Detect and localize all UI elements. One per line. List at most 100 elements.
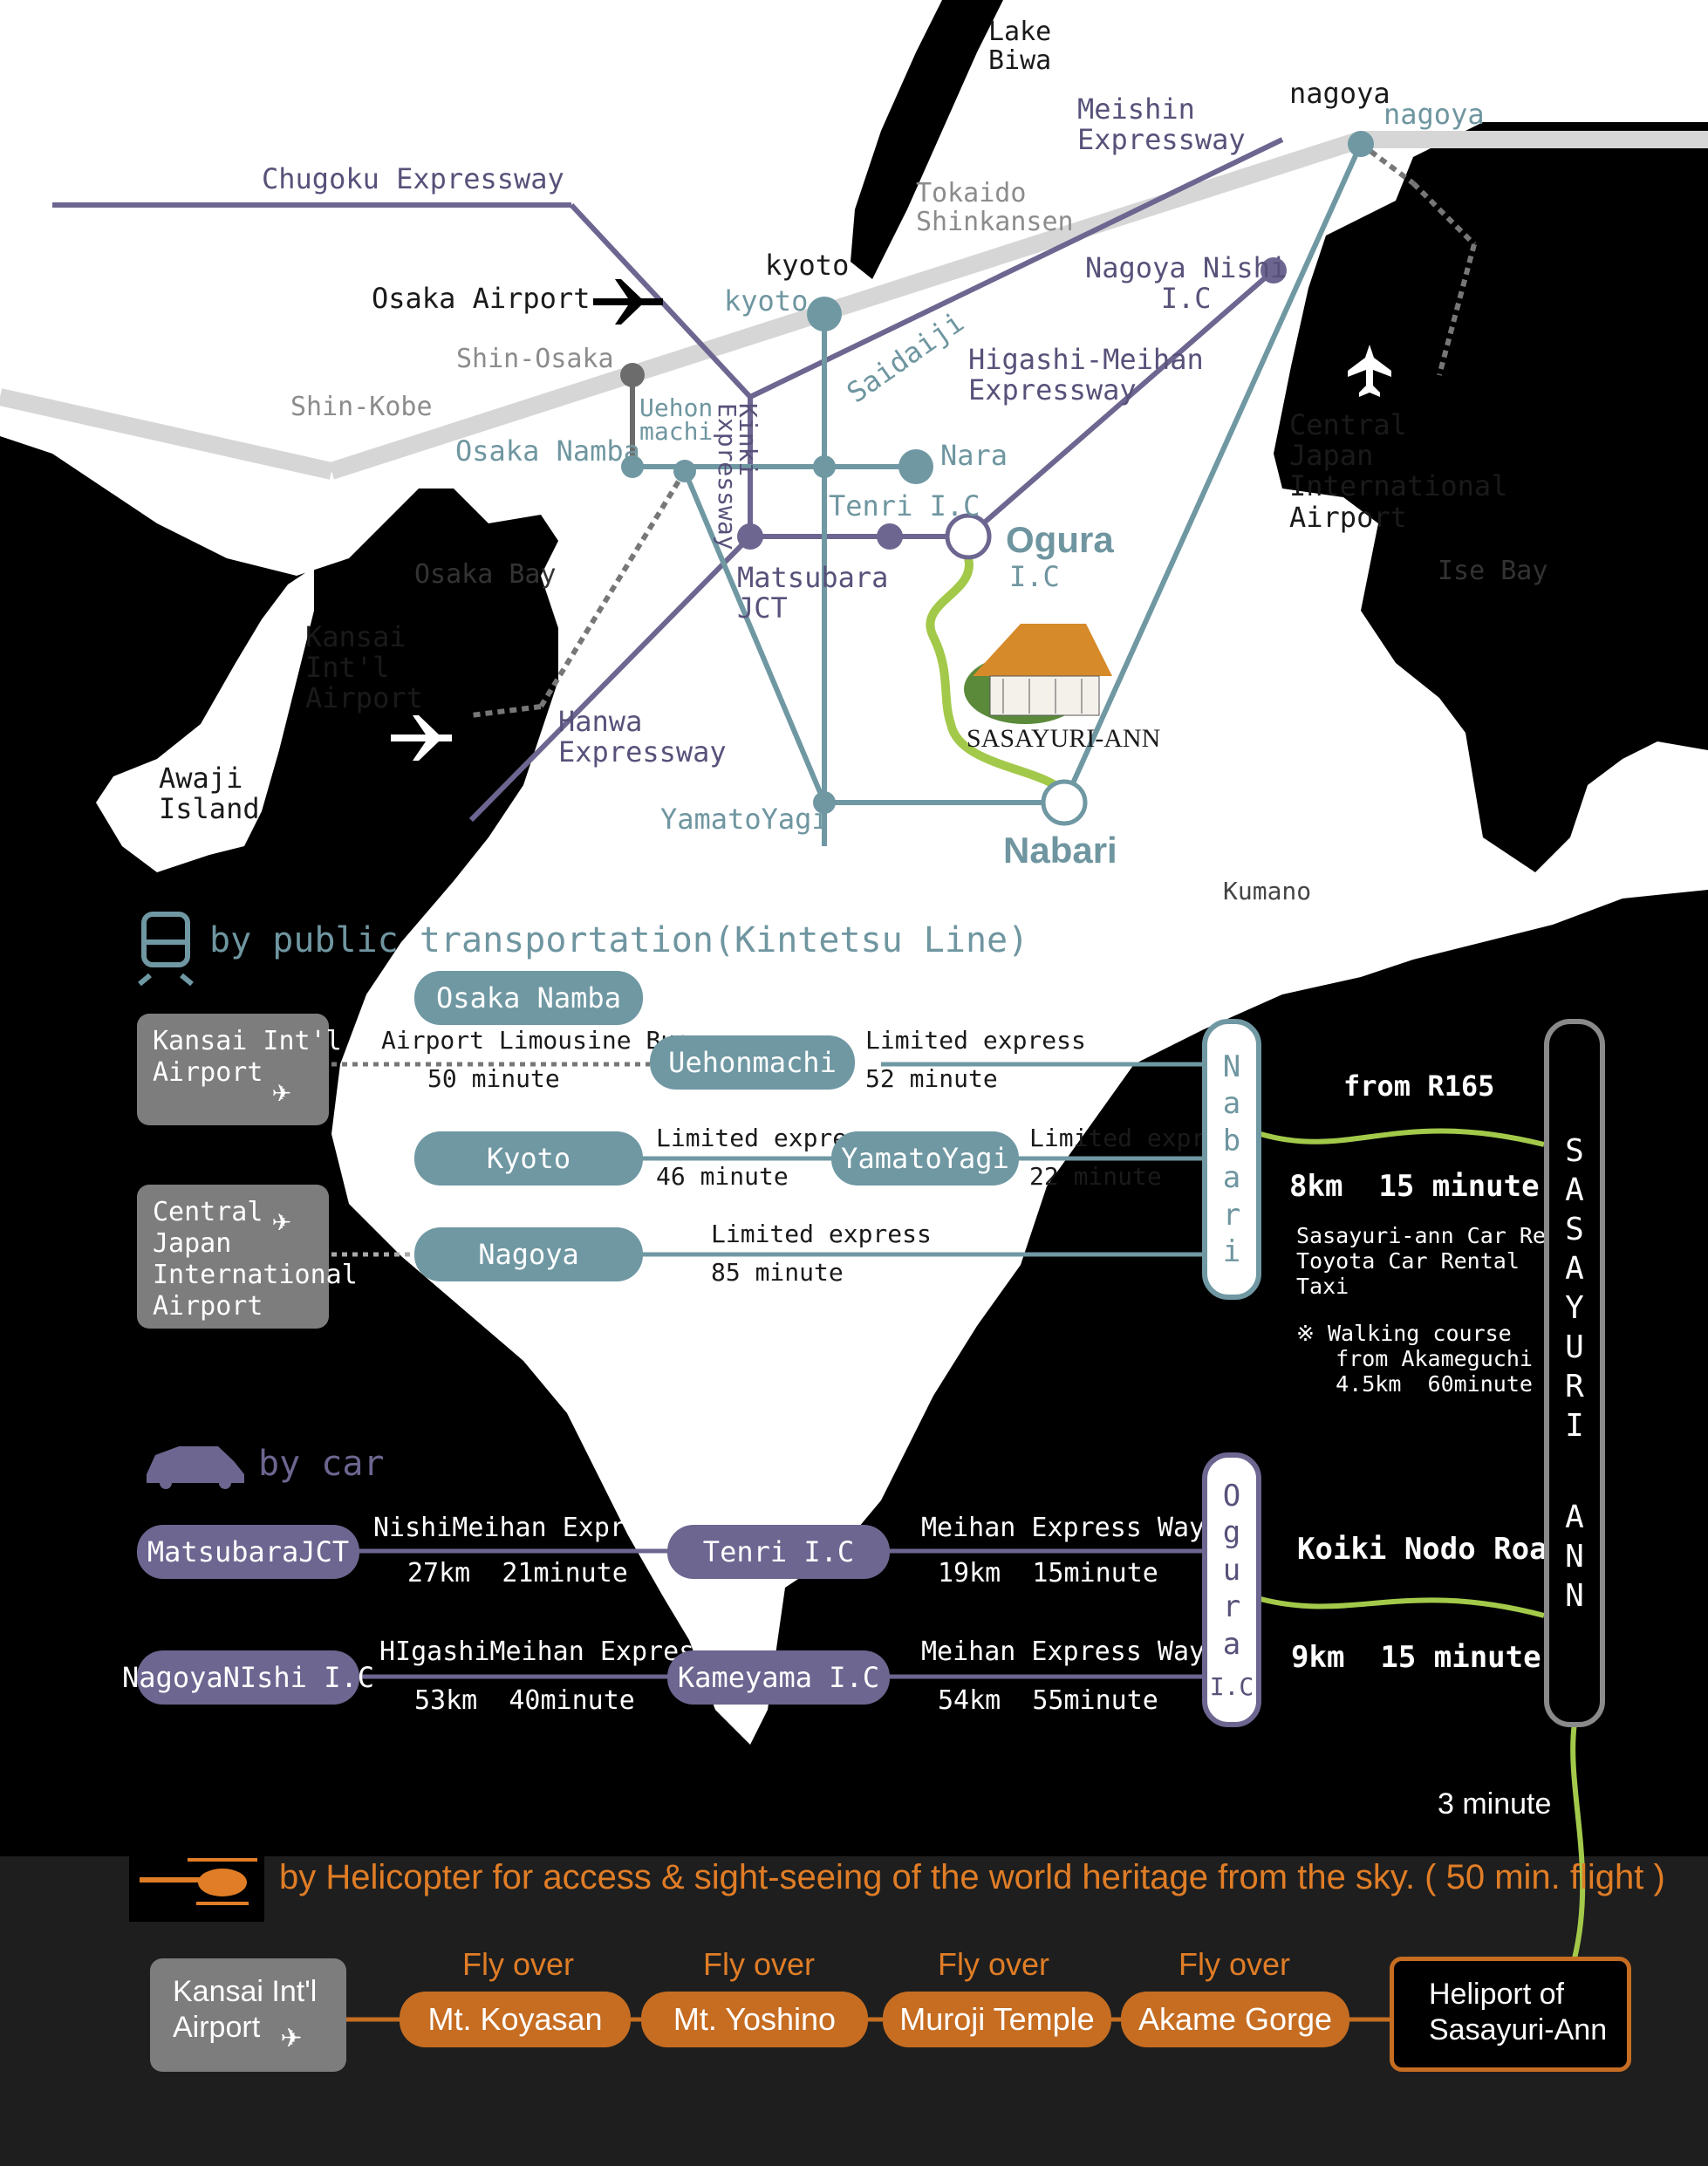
label-nabari: Nabari (1003, 830, 1117, 871)
box-central-japan-airport: Central Japan International Airport (137, 1185, 358, 1329)
label-le2-time: 46 minute (656, 1162, 789, 1191)
heli-kansai-label: Kansai Int'l Airport (173, 1975, 318, 2044)
sasayuri-letter: A (1565, 1250, 1584, 1287)
label-tenri-ic-map: Tenri I.C (829, 489, 980, 523)
label-lake-biwa: Lake Biwa (988, 17, 1052, 76)
sasayuri-letter: U (1565, 1329, 1584, 1365)
ogura-letter: g (1222, 1515, 1241, 1551)
box-kansai-label: Kansai Int'l Airport (153, 1026, 342, 1088)
label-kyoto-rail: kyoto (724, 284, 809, 318)
pill-nagoya[interactable]: Nagoya (414, 1227, 643, 1281)
label-kyoto-station: kyoto (765, 249, 850, 282)
ise-peninsula (1361, 201, 1483, 506)
airplane-icon: ✈ (272, 1203, 291, 1239)
label-le4-time: 85 minute (711, 1258, 844, 1287)
box-kansai-airport: Kansai Int'l Airport (137, 1014, 342, 1125)
pill-matsubara-jct[interactable]: MatsubaraJCT (137, 1525, 359, 1579)
sasayuri-letter: N (1565, 1538, 1584, 1575)
pill-mt-yoshino[interactable]: Mt. Yoshino (641, 1992, 868, 2047)
land-mass-main (0, 0, 1708, 1745)
pill-nagoya-nishi-ic[interactable]: NagoyaNIshi I.C (122, 1650, 374, 1705)
label-limousine-time: 50 minute (427, 1064, 560, 1093)
awaji-island (96, 567, 314, 872)
sasayuri-letter: S (1565, 1132, 1584, 1169)
nabari-letter: i (1222, 1234, 1241, 1269)
box-heliport-sasayuri: Heliport of Sasayuri-Ann (1390, 1957, 1631, 2072)
label-chugoku-expressway: Chugoku Expressway (262, 162, 564, 195)
ogura-letter: r (1222, 1589, 1241, 1625)
sasayuri-letter: I (1565, 1407, 1584, 1444)
nabari-letter: r (1222, 1197, 1241, 1233)
ogura-letter: a (1222, 1626, 1241, 1662)
label-tokaido-shinkansen: Tokaido Shinkansen (916, 178, 1074, 237)
car-icon (147, 1446, 244, 1489)
label-matsubara-jct: Matsubara JCT (737, 561, 889, 625)
sasayuri-letter: N (1565, 1577, 1584, 1614)
label-fly-over-3: Fly over (938, 1946, 1050, 1982)
green-road (926, 557, 1069, 797)
label-meihan2-dist: 54km 55minute (938, 1685, 1158, 1716)
nabari-station-bar: N a b a r i (1202, 1019, 1261, 1300)
label-nagoya-station: nagoya (1289, 77, 1390, 110)
label-dist-8km: 8km 15 minute (1289, 1169, 1540, 1204)
label-fly-over-1: Fly over (462, 1946, 575, 1982)
nabari-letter: b (1222, 1123, 1241, 1158)
nabari-letter: N (1222, 1049, 1241, 1084)
label-meihan1-dist: 19km 15minute (938, 1558, 1158, 1589)
label-meihan2: Meihan Express Way (921, 1636, 1206, 1667)
label-dist-9km: 9km 15 minute (1291, 1640, 1541, 1675)
pill-yamatoyagi[interactable]: YamatoYagi (831, 1131, 1019, 1185)
airplane-icon (593, 279, 663, 325)
pill-mt-koyasan[interactable]: Mt. Koyasan (400, 1992, 631, 2047)
airplane-icon (1348, 345, 1391, 397)
helicopter-icon (140, 1858, 257, 1905)
train-icon (138, 912, 194, 987)
box-central-label: Central Japan International Airport (153, 1197, 358, 1322)
ogura-ic-bar: O g u r a I.C (1202, 1452, 1261, 1727)
label-nagoya-rail: nagoya (1383, 98, 1485, 131)
box-heli-kansai: Kansai Int'l Airport (150, 1958, 346, 2072)
heading-helicopter: by Helicopter for access & sight-seeing … (279, 1858, 1665, 1896)
label-hanwa-expressway: Hanwa Expressway (558, 705, 727, 769)
pill-tenri-ic[interactable]: Tenri I.C (667, 1525, 890, 1579)
label-koiki-nodo-road: Koiki Nodo Road (1297, 1532, 1566, 1567)
airplane-icon (391, 715, 452, 761)
pill-uehonmachi[interactable]: Uehonmachi (650, 1035, 855, 1090)
label-ogura: Ogura (1006, 519, 1114, 560)
pill-kameyama-ic[interactable]: Kameyama I.C (667, 1650, 890, 1705)
nabari-letter: a (1222, 1086, 1241, 1121)
label-kumano: Kumano (1223, 877, 1312, 905)
label-awaji-island: Awaji Island (159, 762, 260, 826)
label-higashi-meihan-expressway: Higashi-Meihan Expressway (968, 343, 1204, 407)
label-ise-bay: Ise Bay (1438, 556, 1548, 586)
label-limousine-bus: Airport Limousine Bus (381, 1026, 691, 1055)
label-nara: Nara (940, 439, 1008, 472)
label-shin-kobe: Shin-Kobe (290, 392, 433, 422)
label-three-minute: 3 minute (1438, 1787, 1552, 1821)
label-yamatoyagi-map: YamatoYagi (660, 803, 829, 836)
label-fly-over-2: Fly over (703, 1946, 816, 1982)
airplane-icon: ✈ (281, 2016, 303, 2056)
label-ogura-ic-map: I.C (1009, 560, 1060, 593)
sasayuri-letter: R (1565, 1368, 1584, 1404)
sasayuri-logo-text: SASAYURI-ANN (967, 724, 1161, 753)
pill-akame-gorge[interactable]: Akame Gorge (1121, 1992, 1349, 2047)
pill-kyoto[interactable]: Kyoto (414, 1131, 643, 1185)
heliport-label: Heliport of Sasayuri-Ann (1429, 1978, 1608, 2046)
label-expressway-vertical: Expressway (713, 403, 741, 550)
label-le4: Limited express (711, 1220, 932, 1248)
pill-muroji-temple[interactable]: Muroji Temple (883, 1992, 1111, 2047)
airplane-icon: ✈ (272, 1074, 291, 1110)
label-meishin-expressway: Meishin Expressway (1077, 92, 1246, 157)
heading-by-car: by car (258, 1444, 385, 1484)
pill-osaka-namba[interactable]: Osaka Namba (414, 971, 643, 1025)
label-kansai-airport-map: Kansai Int'l Airport (305, 620, 423, 715)
sasayuri-letter: Y (1565, 1289, 1584, 1326)
ogura-ic-letters: I.C (1209, 1672, 1254, 1702)
label-le1-time: 52 minute (865, 1064, 998, 1093)
label-shin-osaka: Shin-Osaka (456, 344, 614, 374)
sasayuri-ann-bar: S A S A Y U R I A N N (1544, 1019, 1605, 1727)
label-osaka-namba-map: Osaka Namba (455, 434, 640, 468)
nabari-letter: a (1222, 1160, 1241, 1195)
